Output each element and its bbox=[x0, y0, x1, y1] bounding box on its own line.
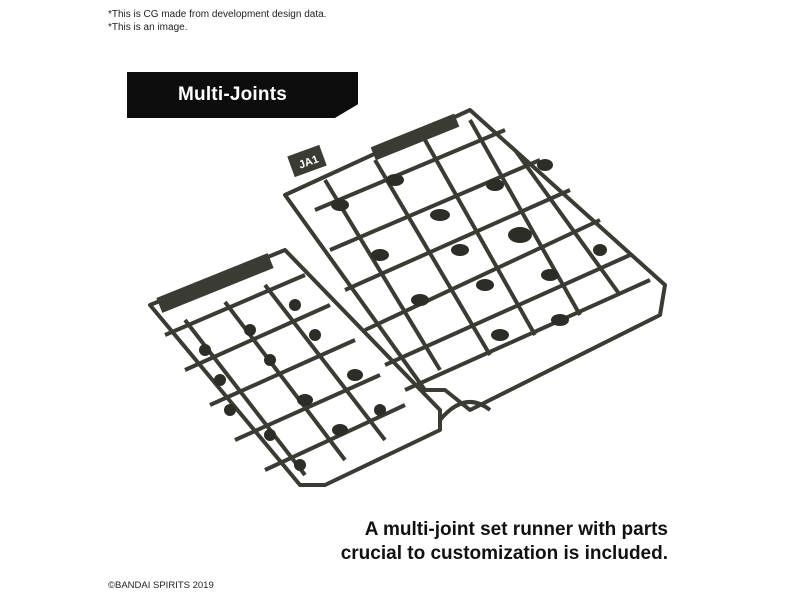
caption-line-2: crucial to customization is included. bbox=[340, 543, 668, 564]
caption-line-1: A multi-joint set runner with parts bbox=[364, 519, 668, 540]
small-runner-frame bbox=[148, 248, 442, 487]
disclaimer-image-note: *This is an image. bbox=[108, 22, 188, 33]
caption: A multi-joint set runner with parts cruc… bbox=[341, 518, 668, 566]
banner-title: Multi-Joints bbox=[178, 84, 287, 105]
section-banner: Multi-Joints bbox=[127, 72, 358, 118]
large-runner-frame bbox=[283, 108, 667, 412]
multi-joint-runner-image: JA1 bbox=[148, 108, 667, 487]
copyright-notice: ©BANDAI SPIRITS 2019 bbox=[108, 580, 214, 591]
disclaimer-cg-note: *This is CG made from development design… bbox=[108, 9, 327, 20]
